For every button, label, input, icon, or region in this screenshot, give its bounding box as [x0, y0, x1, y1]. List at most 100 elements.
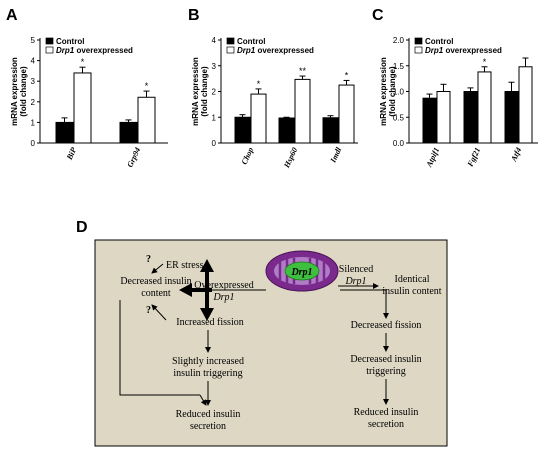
bar — [477, 71, 492, 144]
reduced-secretion-left-l2: secretion — [190, 421, 226, 432]
category-label: Chop — [240, 146, 256, 166]
question-top: ? — [146, 254, 151, 265]
category-label: Fgf21 — [465, 146, 482, 169]
category-label: Imdl — [328, 145, 343, 165]
bar — [234, 116, 251, 144]
y-tick-label: 0 — [31, 139, 36, 148]
er-stress-label: ER stress — [166, 260, 204, 271]
y-tick-label: 1 — [31, 118, 36, 127]
significance-marker: * — [81, 57, 85, 67]
bar — [436, 91, 451, 144]
significance-marker: * — [345, 70, 349, 80]
overexpressed-l1: Overexpressed — [194, 280, 253, 291]
category-label: BiP — [64, 146, 78, 162]
significance-marker: * — [483, 57, 487, 67]
chart-a: 0 1 2 3 4 5 mRNA expression(fold change) Contro… — [10, 36, 168, 169]
legend-swatch-overexpressed — [45, 46, 54, 54]
y-tick-label: 4 — [212, 36, 217, 45]
category-label: Grp94 — [125, 146, 142, 169]
y-tick-label: 1 — [212, 113, 217, 122]
y-tick-label: 2.0 — [393, 36, 405, 45]
legend-swatch-overexpressed — [226, 46, 235, 54]
y-axis-label: mRNA expression(fold change) — [379, 57, 397, 126]
y-tick-label: 1.0 — [393, 88, 405, 97]
silenced-l1: Silenced — [339, 264, 373, 275]
legend-label-control: Control — [237, 37, 265, 46]
legend-swatch-control — [226, 37, 235, 45]
y-tick-label: 2 — [31, 98, 36, 107]
y-tick-label: 5 — [31, 36, 36, 45]
silenced-l2: Drp1 — [344, 276, 366, 287]
bar — [322, 117, 339, 144]
y-tick-label: 3 — [212, 62, 217, 71]
content-to-secretion-arrow-head — [199, 394, 207, 406]
thick-arrow-down-head — [200, 308, 214, 321]
panel-label-c: C — [372, 7, 384, 24]
significance-marker: * — [257, 79, 261, 89]
identical-l1: Identical — [395, 274, 430, 285]
legend-swatch-overexpressed — [414, 46, 423, 54]
significance-marker: * — [145, 81, 149, 91]
legend-swatch-control — [45, 37, 54, 45]
bar — [55, 121, 74, 144]
y-tick-label: 1.5 — [393, 62, 405, 71]
panel-label-b: B — [188, 7, 200, 24]
fission-question-arrow — [151, 304, 167, 321]
legend-label-overexpressed: Drp1 overexpressed — [425, 46, 502, 55]
increased-fission: Increased fission — [176, 317, 243, 328]
decreased-triggering-l1: Decreased insulin — [350, 354, 421, 365]
y-tick-label: 0 — [212, 139, 217, 148]
bar — [463, 91, 478, 144]
significance-marker: ** — [299, 66, 307, 76]
chart-b: 0 1 2 3 4 mRNA expression(fold change) Control… — [191, 36, 358, 170]
legend-label-overexpressed: Drp1 overexpressed — [56, 46, 133, 55]
y-tick-label: 3 — [31, 77, 36, 86]
drp1-protein-icon — [284, 261, 320, 281]
right-arrows — [338, 283, 389, 405]
identical-l2: insulin content — [382, 286, 441, 297]
y-axis-label: mRNA expression(fold change) — [10, 57, 28, 126]
bar — [278, 117, 295, 144]
overexpressed-l2: Drp1 — [212, 292, 234, 303]
bar — [504, 91, 519, 144]
panel-label-d: D — [76, 219, 88, 236]
panel-label-a: A — [6, 7, 18, 24]
legend-label-control: Control — [425, 37, 453, 46]
decreased-fission: Decreased fission — [351, 320, 422, 331]
bar — [73, 72, 92, 144]
reduced-secretion-right-l1: Reduced insulin — [354, 407, 419, 418]
question-bottom: ? — [146, 305, 151, 316]
y-tick-label: 0.0 — [393, 139, 405, 148]
y-tick-label: 0.5 — [393, 113, 405, 122]
reduced-secretion-right-l2: secretion — [368, 419, 404, 430]
er-stress-question-arrow — [151, 263, 164, 274]
thick-arrow-up-head — [200, 259, 214, 272]
thick-arrow-left-head — [179, 283, 192, 297]
legend-label-control: Control — [56, 37, 84, 46]
bar — [250, 93, 267, 144]
left-arrows — [119, 259, 266, 406]
decreased-content-l1: Decreased insulin — [120, 276, 191, 287]
pathway-diagram: Drp1 ER stress ? Decreased insulin conte… — [94, 239, 448, 447]
decreased-triggering-l2: triggering — [366, 366, 405, 377]
mito-label: Drp1 — [290, 267, 312, 278]
bar — [422, 97, 437, 144]
y-tick-label: 2 — [212, 88, 217, 97]
slightly-increased-l1: Slightly increased — [172, 356, 244, 367]
bar — [294, 78, 311, 144]
mitochondrion-icon: Drp1 — [265, 250, 339, 292]
y-axis-label: mRNA expression(fold change) — [191, 57, 209, 126]
category-label: Atf4 — [509, 146, 524, 164]
bar — [338, 84, 355, 144]
category-label: Hsp60 — [282, 146, 300, 170]
bar — [137, 96, 156, 144]
y-tick-label: 4 — [31, 57, 36, 66]
bar — [119, 121, 138, 144]
chart-c: 0.0 0.5 1.0 1.5 2.0 mRNA expression(fold chan… — [379, 36, 538, 169]
legend-label-overexpressed: Drp1 overexpressed — [237, 46, 314, 55]
slightly-increased-l2: insulin triggering — [173, 368, 242, 379]
legend-swatch-control — [414, 37, 423, 45]
decreased-content-l2: content — [141, 288, 171, 299]
reduced-secretion-left-l1: Reduced insulin — [176, 409, 241, 420]
